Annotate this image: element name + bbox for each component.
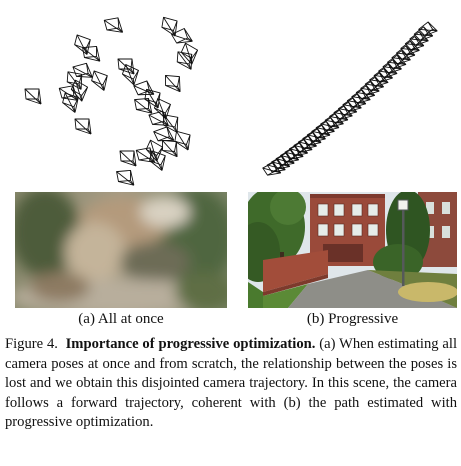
- caption-title: Importance of progressive optimization.: [65, 336, 316, 352]
- camera-frustum-icon: [145, 139, 164, 162]
- camera-frustum-icon: [103, 17, 124, 33]
- camera-frustum-icon: [82, 45, 101, 62]
- camera-frustum-icon: [174, 130, 191, 151]
- camera-frustum-icon: [91, 70, 108, 91]
- caption-body: (a) When estimating all camera poses at …: [5, 336, 457, 430]
- camera-trajectory-plot-progressive: [262, 21, 438, 176]
- camera-frustum-icon: [24, 88, 42, 105]
- camera-frustum-icon: [74, 34, 91, 55]
- camera-frustum-icon: [162, 114, 179, 133]
- progressive-rendering-image: [248, 192, 457, 308]
- camera-frustum-icon: [134, 97, 153, 114]
- camera-frustum-icon: [413, 26, 434, 41]
- camera-trajectory-plot-all-at-once: [24, 16, 199, 186]
- blurry-rendering-image: [15, 192, 227, 308]
- camera-frustum-icon: [162, 139, 178, 158]
- camera-frustum-icon: [171, 28, 193, 44]
- camera-frustum-icon: [119, 150, 137, 167]
- caption-number: Figure 4.: [5, 336, 58, 352]
- camera-frustum-icon: [262, 162, 282, 176]
- subfigure-label-b: (b) Progressive: [306, 311, 399, 327]
- figure-caption: Figure 4. Importance of progressive opti…: [5, 335, 457, 433]
- camera-frustum-icon: [161, 16, 178, 37]
- camera-frustum-icon: [62, 92, 79, 113]
- camera-frustum-icon: [176, 51, 193, 70]
- camera-frustum-icon: [66, 71, 83, 90]
- camera-frustum-icon: [117, 58, 135, 75]
- camera-frustum-icon: [165, 74, 181, 93]
- camera-frustum-icon: [121, 64, 139, 86]
- subfigure-label-a: (a) All at once: [78, 311, 164, 327]
- camera-frustum-icon: [418, 21, 438, 36]
- camera-frustum-icon: [271, 155, 291, 170]
- camera-frustum-icon: [133, 80, 155, 96]
- camera-frustum-icon: [72, 62, 93, 78]
- camera-frustum-icon: [153, 126, 175, 142]
- camera-frustum-icon: [116, 169, 135, 186]
- camera-frustum-icon: [74, 118, 92, 135]
